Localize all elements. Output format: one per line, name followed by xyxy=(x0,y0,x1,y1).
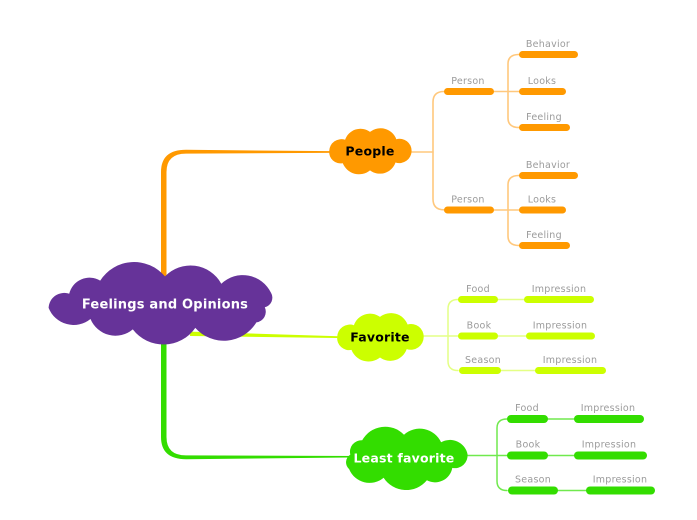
node-bar xyxy=(526,332,595,340)
node-bar xyxy=(458,332,498,340)
node-label: Looks xyxy=(528,76,556,87)
branch-least-favorite-nodes: Food Impression Book Impression Season I… xyxy=(507,403,655,495)
node-bar xyxy=(519,51,578,58)
node-behavior-2[interactable]: Behavior xyxy=(519,160,578,179)
node-favorite-book[interactable]: Book xyxy=(458,321,498,340)
node-least-food-impression[interactable]: Impression xyxy=(574,403,644,423)
node-label: Food xyxy=(515,403,539,414)
node-label: Impression xyxy=(533,321,588,332)
branch-favorite-nodes: Food Impression Book Impression Season I… xyxy=(458,284,606,374)
node-label: Feeling xyxy=(526,112,562,123)
node-bar xyxy=(519,172,578,179)
node-bar xyxy=(519,88,566,95)
node-label: Impression xyxy=(582,440,637,451)
node-favorite-season[interactable]: Season xyxy=(459,355,501,374)
node-label: Impression xyxy=(593,475,648,486)
node-bar xyxy=(507,451,548,460)
node-label: Feeling xyxy=(526,230,562,241)
node-looks-2[interactable]: Looks xyxy=(519,195,566,214)
node-label: Book xyxy=(516,440,541,451)
connector-favorite-rail xyxy=(447,298,459,372)
node-favorite[interactable]: Favorite xyxy=(337,313,424,362)
node-feeling-2[interactable]: Feeling xyxy=(519,230,570,249)
node-least-food[interactable]: Food xyxy=(507,403,548,423)
node-bar xyxy=(519,242,570,249)
node-least-season-impression[interactable]: Impression xyxy=(586,475,655,495)
node-bar xyxy=(444,206,494,214)
node-bar xyxy=(459,367,501,374)
node-bar xyxy=(524,296,594,303)
node-label: Impression xyxy=(543,355,598,366)
node-least-book-impression[interactable]: Impression xyxy=(574,440,647,460)
node-behavior-1[interactable]: Behavior xyxy=(519,39,578,58)
node-label: Food xyxy=(466,284,490,295)
node-bar xyxy=(574,415,644,423)
node-label: Book xyxy=(467,321,492,332)
node-feeling-1[interactable]: Feeling xyxy=(519,112,570,131)
node-bar xyxy=(519,206,566,214)
node-label: Behavior xyxy=(526,160,570,171)
least-favorite-cloud-shape xyxy=(346,426,468,491)
node-person-1[interactable]: Person xyxy=(444,76,494,95)
node-favorite-season-impression[interactable]: Impression xyxy=(535,355,606,374)
node-bar xyxy=(586,486,655,495)
node-bar xyxy=(519,124,570,131)
connector-person1-children xyxy=(507,53,520,129)
node-label: Season xyxy=(515,475,551,486)
branch-people-nodes: Person Behavior Looks Feeling Person Beh… xyxy=(444,39,578,249)
node-people-label: People xyxy=(345,144,394,159)
favorite-cloud-shape xyxy=(337,313,424,362)
node-looks-1[interactable]: Looks xyxy=(519,76,566,95)
node-people[interactable]: People xyxy=(329,128,412,175)
node-least-book[interactable]: Book xyxy=(507,440,548,460)
connector-person2-children xyxy=(507,174,520,247)
node-label: Person xyxy=(451,195,484,206)
connector-least-rail xyxy=(496,418,508,492)
node-bar xyxy=(508,486,558,495)
node-label: Impression xyxy=(532,284,587,295)
node-least-favorite-label: Least favorite xyxy=(354,451,455,466)
node-label: Person xyxy=(451,76,484,87)
connector-person-rail xyxy=(432,90,445,211)
node-favorite-food[interactable]: Food xyxy=(458,284,498,303)
node-favorite-book-impression[interactable]: Impression xyxy=(526,321,595,340)
node-label: Behavior xyxy=(526,39,570,50)
people-cloud-shape xyxy=(329,128,412,175)
node-bar xyxy=(535,367,606,374)
node-label: Season xyxy=(465,355,501,366)
node-root-label: Feelings and Opinions xyxy=(82,298,248,313)
root-cloud-shape xyxy=(48,262,273,345)
node-label: Impression xyxy=(581,403,636,414)
node-person-2[interactable]: Person xyxy=(444,195,494,214)
node-label: Looks xyxy=(528,195,556,206)
node-bar xyxy=(444,88,494,95)
node-favorite-label: Favorite xyxy=(350,330,409,345)
node-bar xyxy=(507,415,548,423)
favorite-subtree-connectors xyxy=(417,298,538,372)
node-bar xyxy=(458,296,498,303)
node-least-favorite[interactable]: Least favorite xyxy=(346,426,468,491)
node-least-season[interactable]: Season xyxy=(508,475,558,495)
node-bar xyxy=(574,451,647,460)
node-favorite-food-impression[interactable]: Impression xyxy=(524,284,594,303)
node-root[interactable]: Feelings and Opinions xyxy=(48,262,273,345)
